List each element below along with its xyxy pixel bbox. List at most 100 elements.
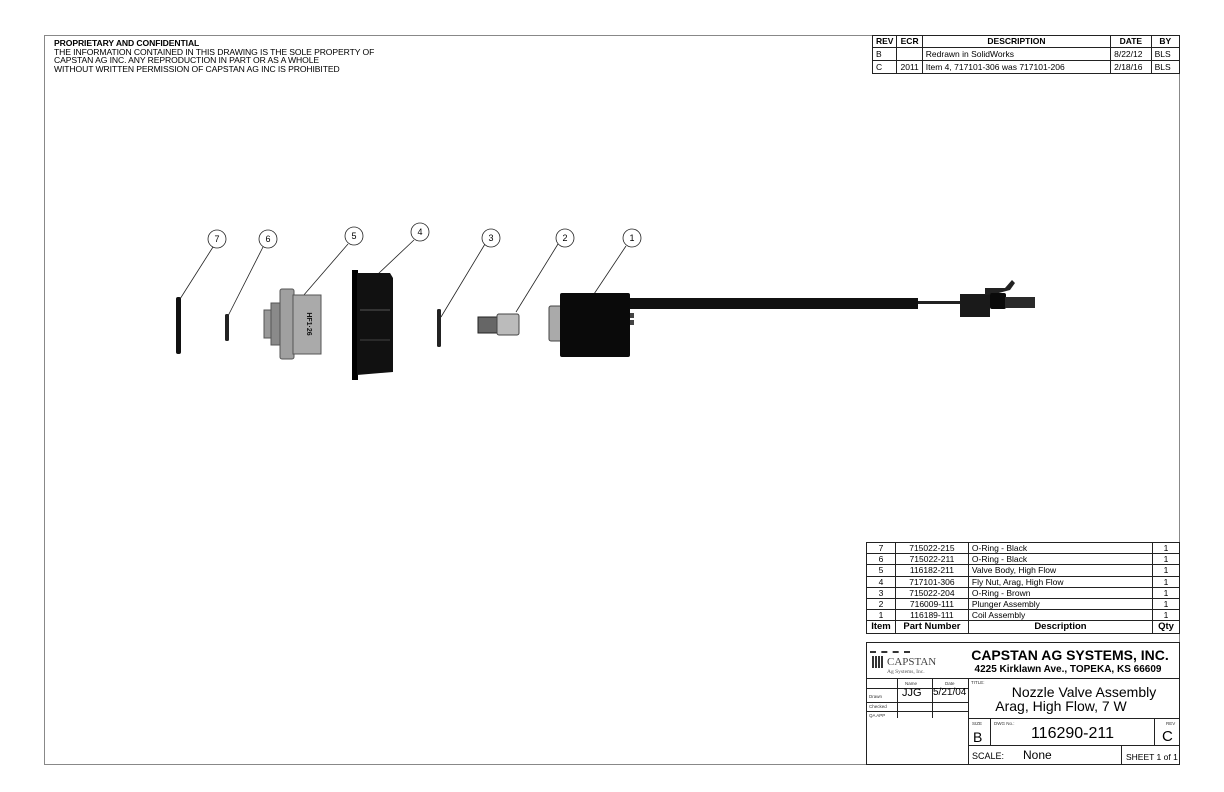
part-4-fly-nut [352, 270, 393, 380]
bom-qty: 1 [1152, 597, 1180, 611]
bom-part-number: 116182-211 [894, 564, 969, 577]
notice-line: WITHOUT WRITTEN PERMISSION OF CAPSTAN AG… [54, 63, 340, 74]
drawing-subtitle: Arag, High Flow, 7 W [995, 698, 1127, 714]
date-label: Date [945, 681, 955, 686]
logo-text: CAPSTAN [887, 656, 937, 668]
dwg-number-block: SIZE B DWG No.: 116290-211 REV C [968, 718, 1180, 746]
bom-description: Valve Body, High Flow [967, 564, 1154, 577]
company-block: CAPSTAN Ag Systems, Inc. CAPSTAN AG SYST… [866, 642, 1180, 679]
leader-lines [179, 239, 627, 318]
balloon-circle [555, 228, 575, 248]
balloon-circle [481, 228, 501, 248]
bom-qty: 1 [1152, 553, 1180, 566]
col-part-number: Part Number [894, 620, 969, 635]
bom-item: 2 [866, 597, 896, 611]
checked-label: Checked [869, 704, 887, 709]
logo-subtext: Ag Systems, Inc. [887, 669, 925, 675]
capstan-logo: CAPSTAN Ag Systems, Inc. [870, 651, 958, 677]
balloon-label: 5 [351, 231, 356, 241]
part-5-valve-body: HF1·26 [263, 288, 322, 360]
part-marking: HF1·26 [305, 312, 312, 335]
bom-part-number: 717101-306 [894, 575, 969, 588]
bom-qty: 1 [1152, 541, 1180, 555]
bom-description: O-Ring - Brown [967, 586, 1154, 599]
bom-item: 1 [866, 609, 896, 622]
balloon-circle [410, 222, 430, 242]
balloon-circle [622, 228, 642, 248]
rev-label: REV [1166, 721, 1176, 726]
title-block: TITLE: Nozzle Valve Assembly Arag, High … [968, 678, 1180, 719]
balloon-label: 2 [562, 233, 567, 243]
balloon-label: 3 [488, 233, 493, 243]
scale-block: SCALE: None SHEET 1 of 1 [968, 745, 1180, 765]
bom-qty: 1 [1152, 564, 1180, 577]
bom-description: Plunger Assembly [967, 597, 1154, 611]
col-item: Item [866, 620, 896, 635]
balloon-circle [207, 229, 227, 249]
bom-qty: 1 [1152, 609, 1180, 622]
part-2-plunger [477, 313, 520, 336]
drawn-label: Drawn [869, 694, 883, 699]
size-label: SIZE [972, 721, 983, 726]
blank-block [866, 718, 969, 765]
name-label: Name [905, 681, 918, 686]
drawn-date: 5/21/04 [933, 687, 967, 698]
ecr-cell: 2011 [896, 60, 923, 74]
col-qty: Qty [1152, 620, 1180, 635]
bom-item: 5 [866, 564, 896, 577]
bom-part-number: 116189-111 [894, 609, 969, 622]
title-label: TITLE: [971, 680, 985, 685]
qa-label: QA APP [869, 713, 886, 718]
balloon-circle [344, 226, 364, 246]
drawing-border [44, 35, 1180, 765]
sheet-number: SHEET 1 of 1 [1126, 752, 1178, 762]
balloon-label: 4 [417, 227, 422, 237]
part-3-o-ring [437, 309, 441, 347]
date-cell: 2/18/16 [1110, 60, 1152, 74]
part-6-o-ring [225, 314, 229, 341]
notice-line: THE INFORMATION CONTAINED IN THIS DRAWIN… [54, 46, 375, 57]
bom-part-number: 715022-211 [894, 553, 969, 566]
col-description: Description [967, 620, 1154, 635]
dwg-number: 116290-211 [1030, 725, 1115, 742]
by-cell: BLS [1150, 60, 1181, 74]
company-address: 4225 Kirklawn Ave., TOPEKA, KS 66609 [974, 664, 1162, 675]
balloon-label: 6 [265, 234, 270, 244]
drawing-rev: C [1162, 728, 1173, 745]
balloon-label: 1 [629, 233, 634, 243]
balloon-circle [258, 229, 278, 249]
balloon-label: 7 [214, 234, 219, 244]
bom-description: O-Ring - Black [967, 541, 1154, 555]
bom-item: 7 [866, 541, 896, 555]
drawn-by: JJG [902, 687, 922, 699]
rev-cell: C [871, 60, 898, 74]
bom-qty: 1 [1152, 575, 1180, 588]
sheet-size: B [973, 729, 983, 745]
notice-title: PROPRIETARY AND CONFIDENTIAL [54, 38, 200, 48]
notice-line: CAPSTAN AG INC. ANY REPRODUCTION IN PART… [54, 55, 320, 66]
part-7-o-ring [176, 297, 181, 354]
bom-item: 3 [866, 586, 896, 599]
scale-value: None [1023, 748, 1052, 762]
drawing-title: Nozzle Valve Assembly [1011, 684, 1157, 700]
company-name: CAPSTAN AG SYSTEMS, INC. [971, 647, 1169, 663]
bom-description: Fly Nut, Arag, High Flow [967, 575, 1154, 588]
signoff-block: Name Date Drawn JJG 5/21/04 Checked QA A… [866, 678, 969, 719]
bom-qty: 1 [1152, 586, 1180, 599]
confidentiality-notice: PROPRIETARY AND CONFIDENTIAL THE INFORMA… [54, 39, 374, 73]
scale-label: SCALE: [972, 751, 1005, 761]
bom-part-number: 715022-215 [894, 541, 969, 555]
